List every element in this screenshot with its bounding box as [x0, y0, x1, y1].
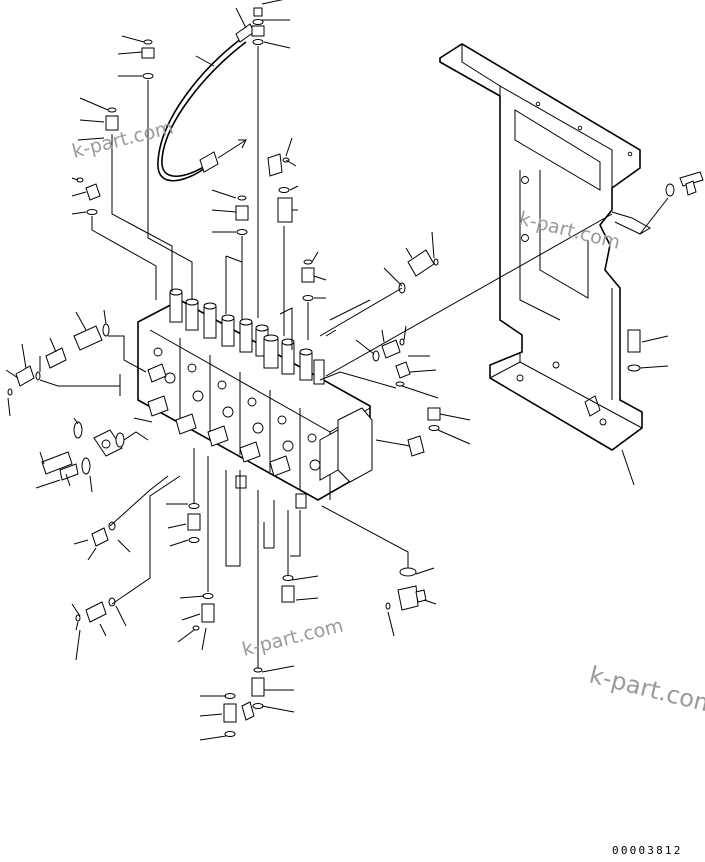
hose-assembly — [157, 23, 255, 182]
spool-caps — [169, 288, 325, 385]
leader-lines — [5, 0, 613, 741]
control-valve-block — [137, 288, 373, 509]
watermark-group: k-part.com k-part.com k-part.com k-part.… — [70, 116, 705, 719]
watermark-3: k-part.com — [240, 614, 346, 660]
mounting-bracket — [439, 43, 704, 486]
flange-part — [41, 421, 125, 481]
watermark-1: k-part.com — [70, 116, 176, 162]
small-fittings — [7, 7, 441, 737]
watermark-2: k-part.com — [517, 208, 623, 254]
drawing-code: 00003812 — [612, 844, 683, 857]
watermark-4: k-part.com — [587, 661, 705, 720]
